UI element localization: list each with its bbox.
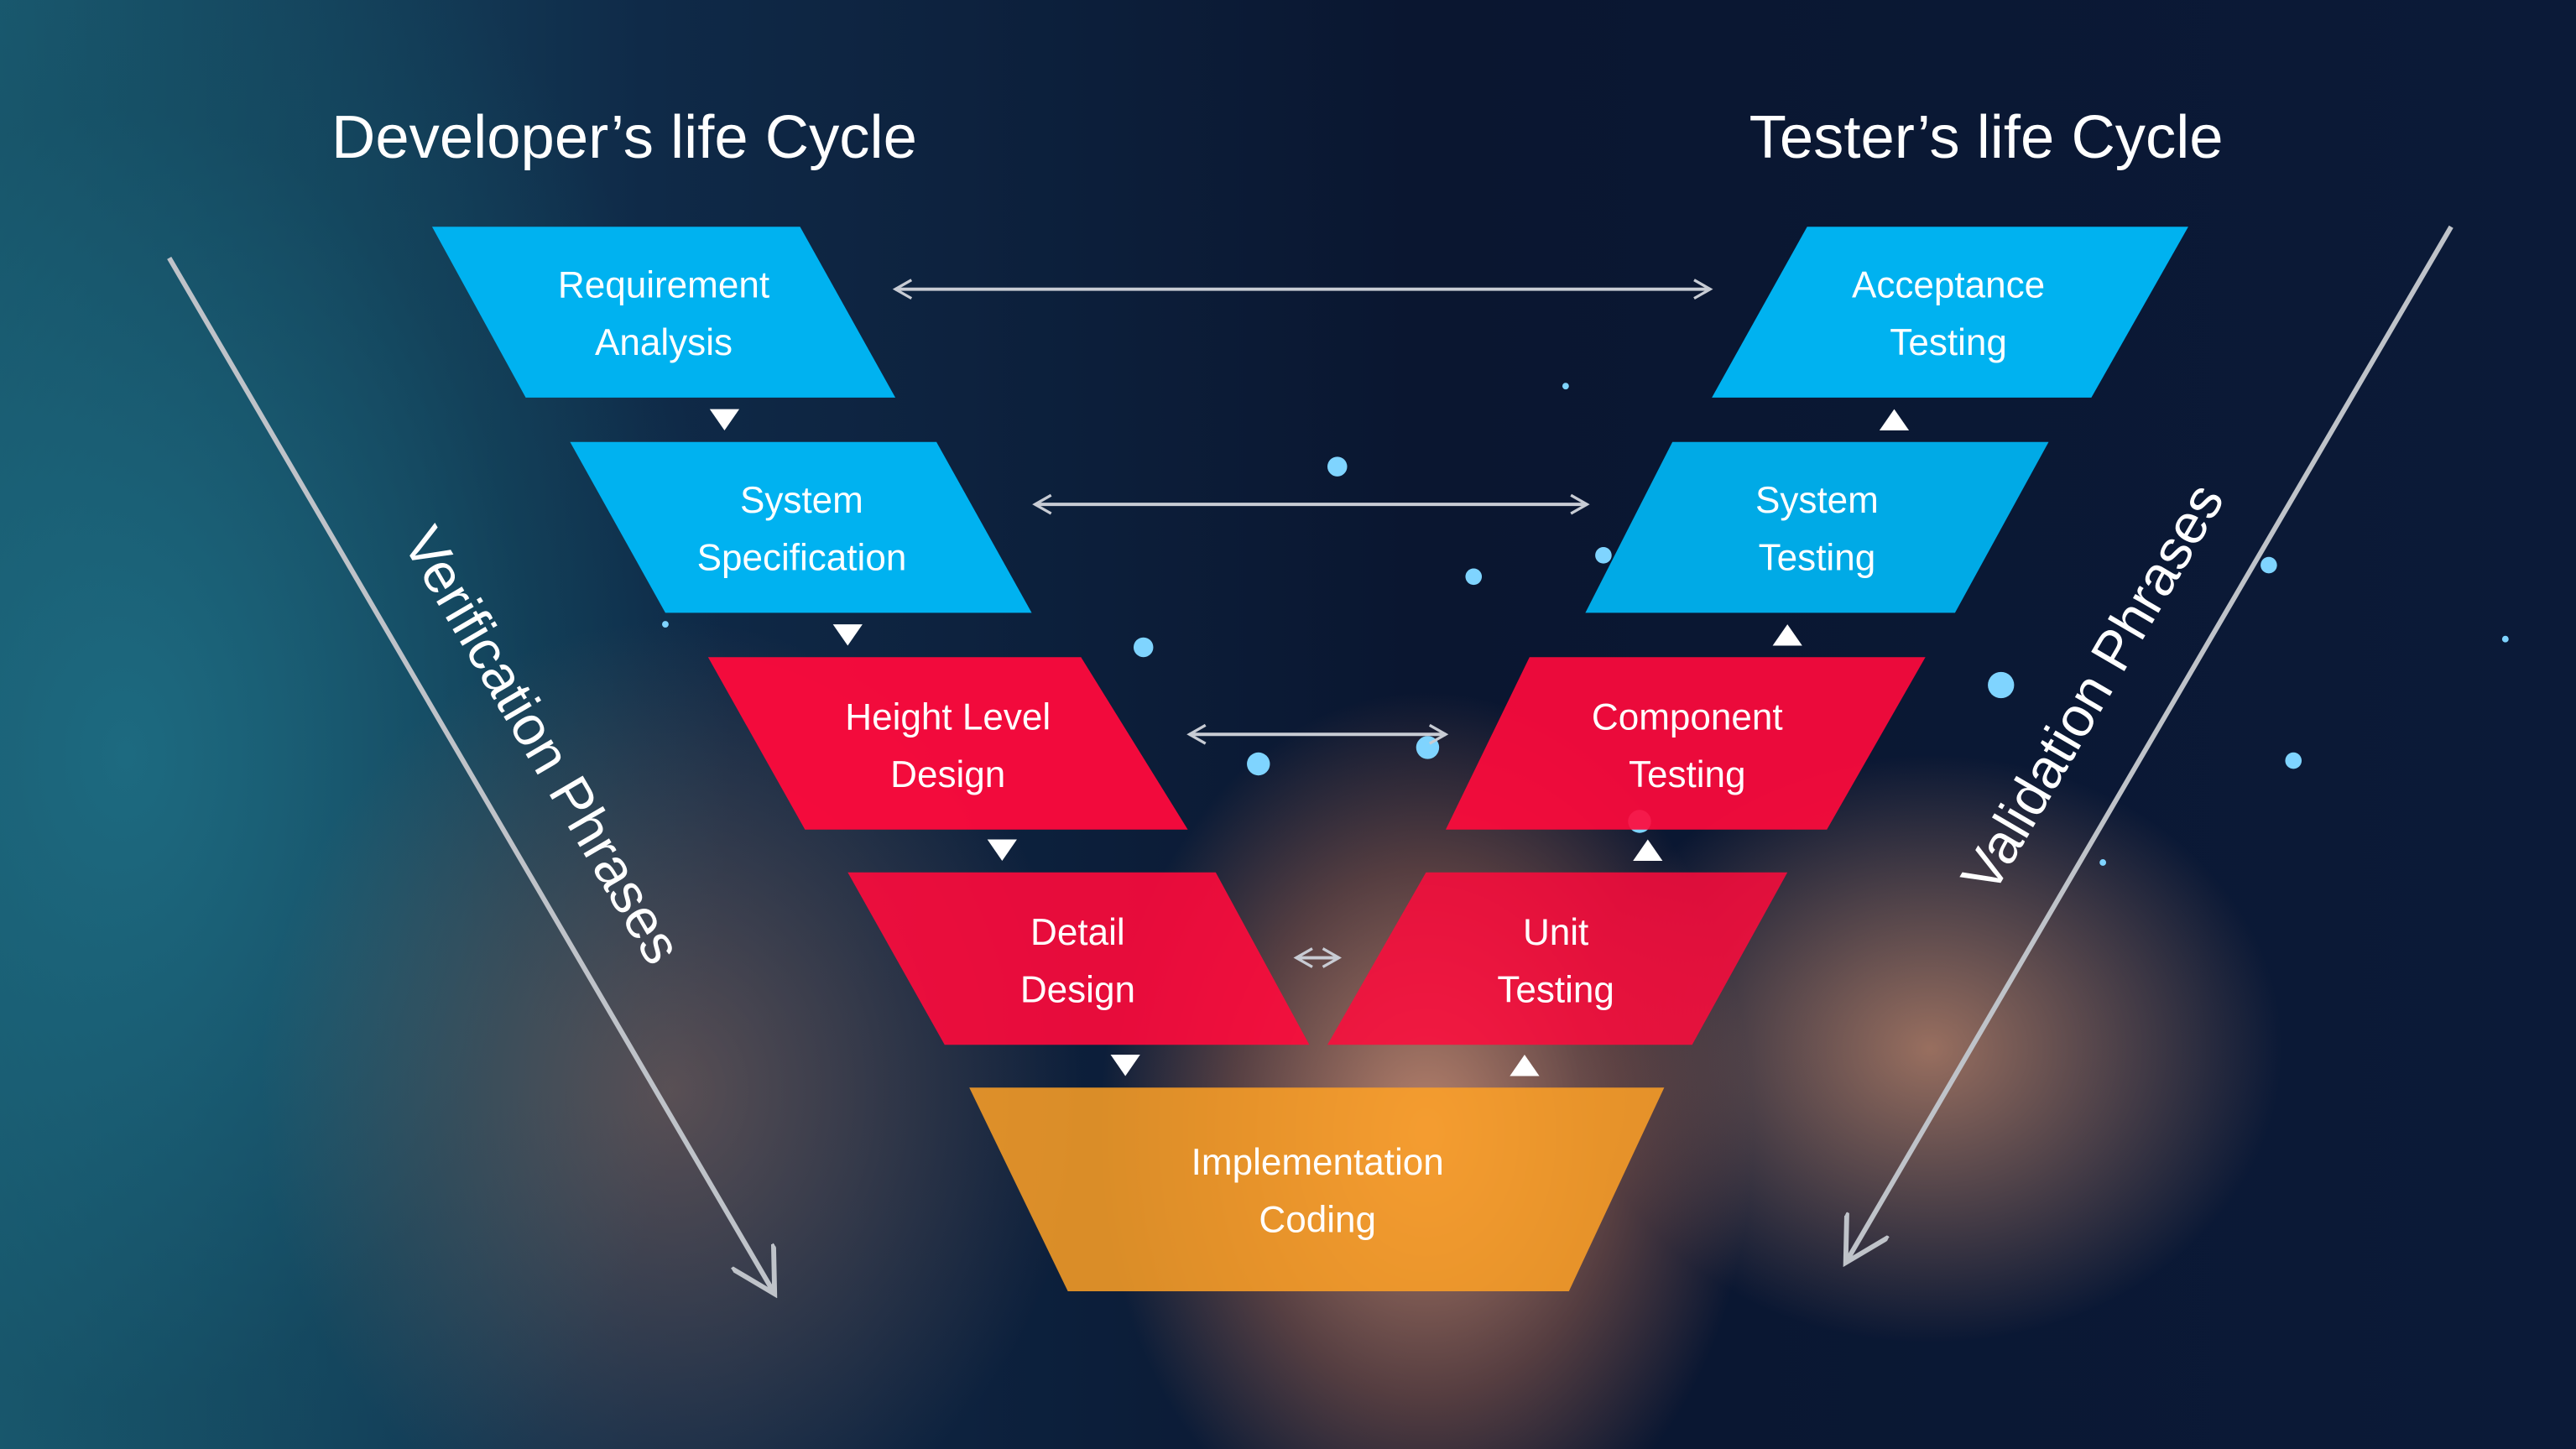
verification-arrow xyxy=(167,256,773,1290)
phase-implementation-coding[interactable]: Implementation Coding xyxy=(969,1087,1665,1291)
phase-label: Implementation xyxy=(1192,1142,1444,1183)
phase-acceptance-testing[interactable]: Acceptance Testing xyxy=(1712,227,2188,398)
up-triangle-icon xyxy=(1772,624,1802,646)
phase-high-level-design[interactable]: Height Level Design xyxy=(707,657,1188,830)
phase-link-arrows xyxy=(892,279,1713,968)
validation-arrow xyxy=(1849,225,2453,1259)
flow-triangles xyxy=(709,409,1910,1076)
phase-label: Coding xyxy=(1259,1199,1376,1240)
phase-label: Component xyxy=(1592,696,1783,738)
up-triangle-icon xyxy=(1879,409,1910,431)
phase-label: Testing xyxy=(1629,754,1746,795)
phase-label: Detail xyxy=(1030,912,1125,953)
phase-label: Requirement xyxy=(558,264,769,305)
down-triangle-icon xyxy=(832,624,863,646)
phase-label: Testing xyxy=(1759,537,1876,578)
phase-label: Design xyxy=(1020,969,1135,1010)
down-triangle-icon xyxy=(987,839,1017,862)
down-triangle-icon xyxy=(709,409,740,431)
phase-label: Analysis xyxy=(595,322,733,363)
down-triangle-icon xyxy=(1110,1055,1140,1076)
phase-label: Specification xyxy=(697,537,907,578)
phase-label: Design xyxy=(890,754,1005,795)
phase-label: Testing xyxy=(1497,969,1614,1010)
phase-requirement-analysis[interactable]: Requirement Analysis xyxy=(431,227,896,398)
phase-unit-testing[interactable]: Unit Testing xyxy=(1327,872,1788,1045)
verification-label: Verification Phrases xyxy=(391,517,694,974)
phase-label: System xyxy=(1755,480,1879,521)
phase-label: System xyxy=(740,480,863,521)
phase-label: Unit xyxy=(1523,912,1588,953)
up-triangle-icon xyxy=(1633,839,1663,862)
phase-label: Acceptance xyxy=(1852,264,2045,305)
phase-system-specification[interactable]: System Specification xyxy=(570,441,1032,613)
up-triangle-icon xyxy=(1510,1055,1540,1076)
phase-label: Testing xyxy=(1890,322,2007,363)
developer-title: Developer’s life Cycle xyxy=(331,103,917,171)
tester-title: Tester’s life Cycle xyxy=(1749,103,2224,171)
phase-component-testing[interactable]: Component Testing xyxy=(1445,657,1926,830)
phase-detail-design[interactable]: Detail Design xyxy=(847,872,1310,1045)
phase-label: Height Level xyxy=(845,696,1051,738)
phase-system-testing[interactable]: System Testing xyxy=(1585,441,2049,613)
